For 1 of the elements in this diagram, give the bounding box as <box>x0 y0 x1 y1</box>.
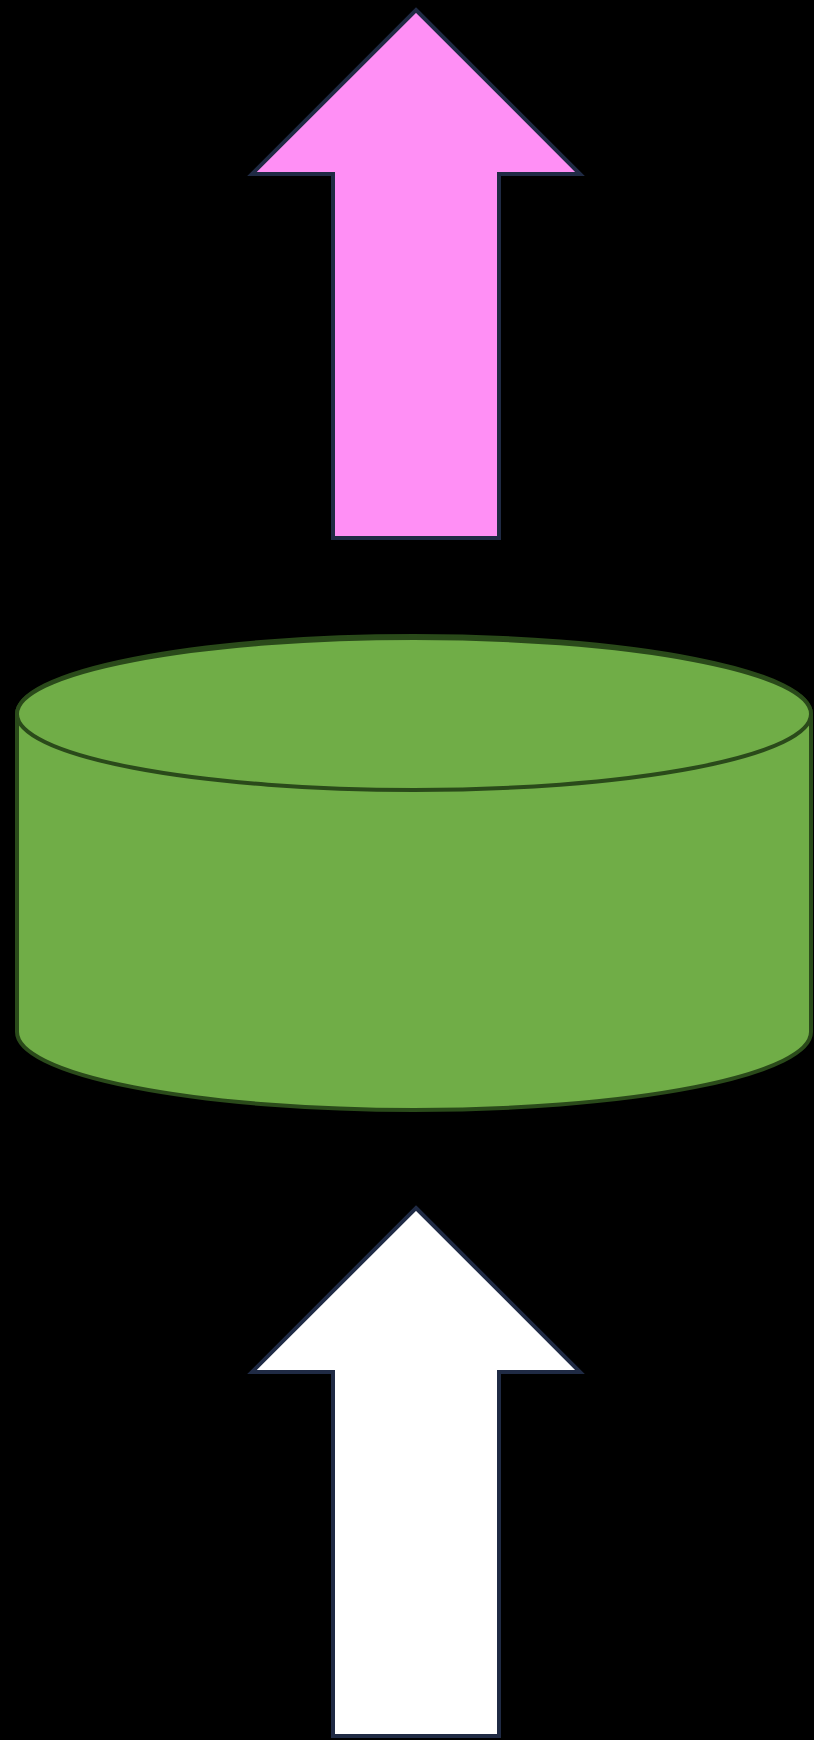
cylinder-shape <box>16 636 812 1110</box>
